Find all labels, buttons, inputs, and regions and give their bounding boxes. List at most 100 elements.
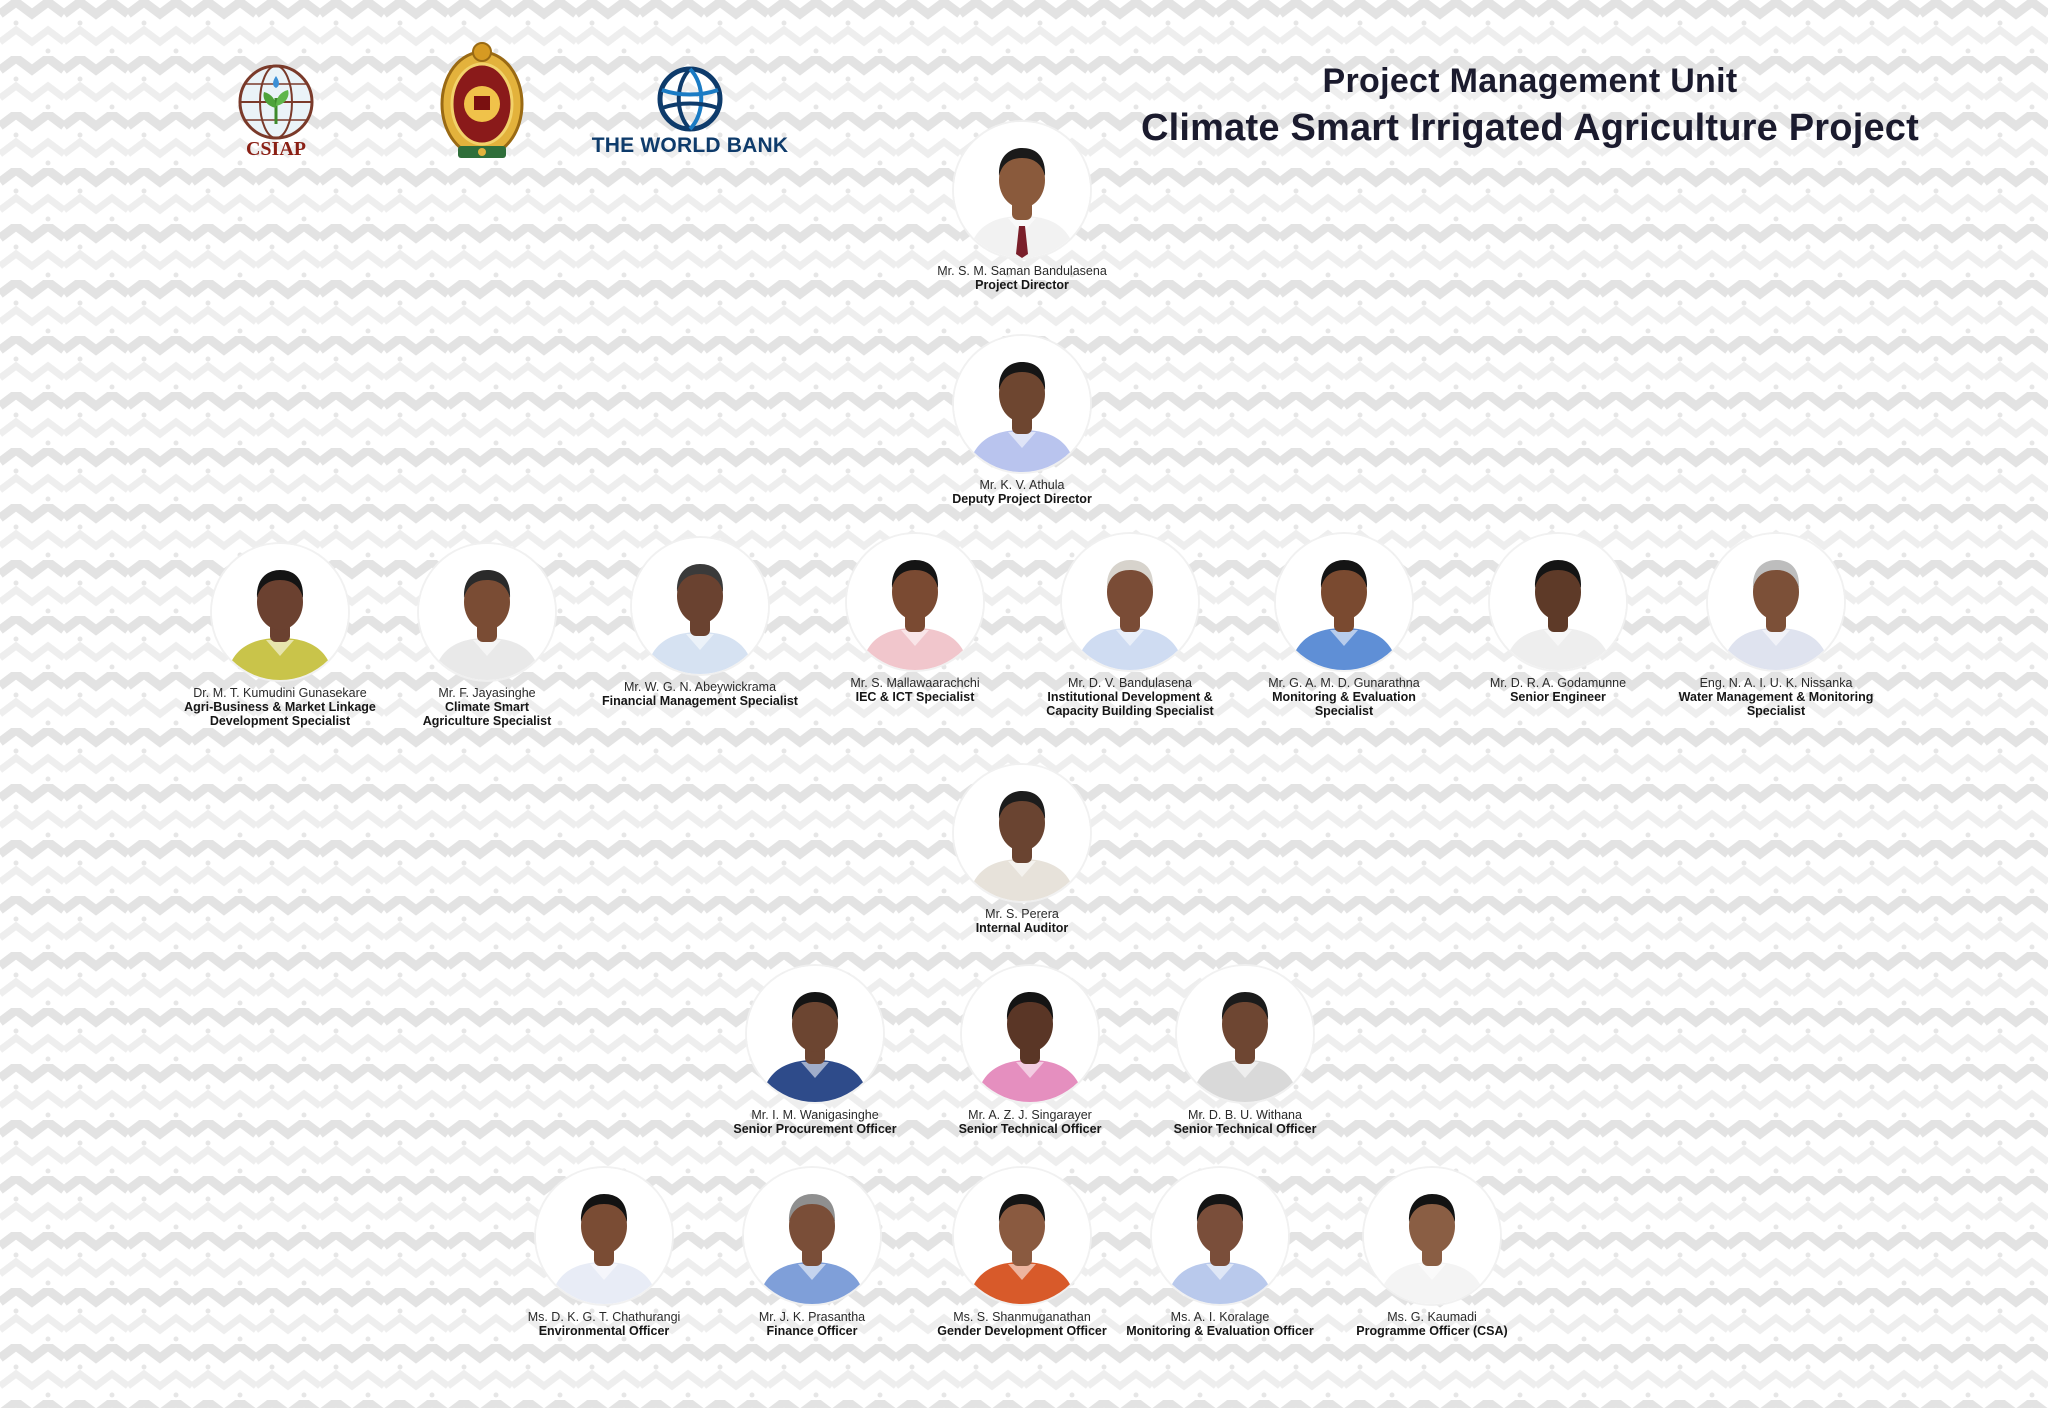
portrait-photo <box>1062 534 1198 670</box>
person-role: Financial Management Specialist <box>602 694 798 708</box>
person-silhouette-icon <box>847 534 983 670</box>
person-name: Mr. K. V. Athula <box>979 478 1065 492</box>
person-silhouette-icon <box>954 765 1090 901</box>
portrait-photo <box>962 966 1098 1102</box>
globe-plant-icon <box>238 64 314 140</box>
person-silhouette-icon <box>1708 534 1844 670</box>
person-name: Ms. G. Kaumadi <box>1387 1310 1477 1324</box>
portrait-photo <box>747 966 883 1102</box>
person-role: Gender Development Officer <box>937 1324 1107 1338</box>
person-silhouette-icon <box>419 544 555 680</box>
portrait-photo <box>1177 966 1313 1102</box>
portrait-photo <box>419 544 555 680</box>
person-role: Senior Procurement Officer <box>733 1122 897 1136</box>
person-name: Ms. A. I. Koralage <box>1170 1310 1270 1324</box>
person-silhouette-icon <box>1276 534 1412 670</box>
person-role: Senior Technical Officer <box>1173 1122 1317 1136</box>
person-silhouette-icon <box>1152 1168 1288 1304</box>
world-bank-globe-icon <box>657 66 723 132</box>
national-emblem-icon <box>440 42 524 158</box>
portrait-photo <box>1490 534 1626 670</box>
person-role: Finance Officer <box>766 1324 858 1338</box>
person-name: Mr. G. A. M. D. Gunarathna <box>1268 676 1420 690</box>
portrait-photo <box>954 336 1090 472</box>
person-role: Senior Engineer <box>1510 690 1606 704</box>
person-silhouette-icon <box>747 966 883 1102</box>
csiap-caption: CSIAP <box>245 138 306 160</box>
portrait-photo <box>954 1168 1090 1304</box>
person-role: Capacity Building Specialist <box>1046 704 1214 718</box>
person-role: Institutional Development & <box>1047 690 1213 704</box>
person-name: Mr. D. V. Bandulasena <box>1068 676 1192 690</box>
person-silhouette-icon <box>632 538 768 674</box>
person-silhouette-icon <box>1490 534 1626 670</box>
person-name: Mr. D. R. A. Godamunne <box>1489 676 1627 690</box>
csiap-logo: CSIAP <box>228 62 324 161</box>
person-name: Mr. D. B. U. Withana <box>1188 1108 1302 1122</box>
person-silhouette-icon <box>536 1168 672 1304</box>
person-name: Mr. W. G. N. Abeywickrama <box>623 680 777 694</box>
person-role: Development Specialist <box>209 714 351 728</box>
portrait-photo <box>1276 534 1412 670</box>
portrait-photo <box>744 1168 880 1304</box>
title-unit: Project Management Unit <box>1322 62 1738 100</box>
person-role: Internal Auditor <box>975 921 1069 935</box>
portrait-photo <box>212 544 348 680</box>
person-silhouette-icon <box>954 336 1090 472</box>
person-role: Agri-Business & Market Linkage <box>184 700 376 714</box>
person-silhouette-icon <box>1062 534 1198 670</box>
world-bank-logo: THE WORLD BANK <box>590 66 790 158</box>
person-name: Mr. A. Z. J. Singarayer <box>968 1108 1092 1122</box>
person-role: Project Director <box>975 278 1069 292</box>
person-role: Agriculture Specialist <box>422 714 552 728</box>
person-name: Ms. S. Shanmuganathan <box>953 1310 1091 1324</box>
person-name: Mr. S. Mallawaarachchi <box>850 676 980 690</box>
person-name: Dr. M. T. Kumudini Gunasekare <box>193 686 367 700</box>
sri-lanka-emblem <box>438 38 526 167</box>
person-name: Mr. S. M. Saman Bandulasena <box>937 264 1107 278</box>
person-silhouette-icon <box>954 1168 1090 1304</box>
world-bank-caption: THE WORLD BANK <box>591 134 789 157</box>
person-role: Senior Technical Officer <box>958 1122 1102 1136</box>
person-role: Specialist <box>1746 704 1806 718</box>
person-role: IEC & ICT Specialist <box>855 690 975 704</box>
person-name: Mr. I. M. Wanigasinghe <box>751 1108 879 1122</box>
person-role: Water Management & Monitoring <box>1678 690 1874 704</box>
title-project: Climate Smart Irrigated Agriculture Proj… <box>1141 107 1919 149</box>
person-role: Environmental Officer <box>538 1324 670 1338</box>
person-silhouette-icon <box>212 544 348 680</box>
person-silhouette-icon <box>1364 1168 1500 1304</box>
person-name: Ms. D. K. G. T. Chathurangi <box>527 1310 681 1324</box>
person-silhouette-icon <box>1177 966 1313 1102</box>
portrait-photo <box>954 122 1090 258</box>
portrait-photo <box>954 765 1090 901</box>
portrait-photo <box>1708 534 1844 670</box>
person-role: Programme Officer (CSA) <box>1356 1324 1508 1338</box>
portrait-photo <box>536 1168 672 1304</box>
person-role: Monitoring & Evaluation <box>1272 690 1416 704</box>
person-silhouette-icon <box>954 122 1090 258</box>
person-silhouette-icon <box>744 1168 880 1304</box>
person-role: Monitoring & Evaluation Officer <box>1126 1324 1314 1338</box>
person-name: Mr. J. K. Prasantha <box>758 1310 866 1324</box>
person-role: Climate Smart <box>444 700 530 714</box>
page-title: Project Management Unit Climate Smart Ir… <box>1120 62 1940 150</box>
